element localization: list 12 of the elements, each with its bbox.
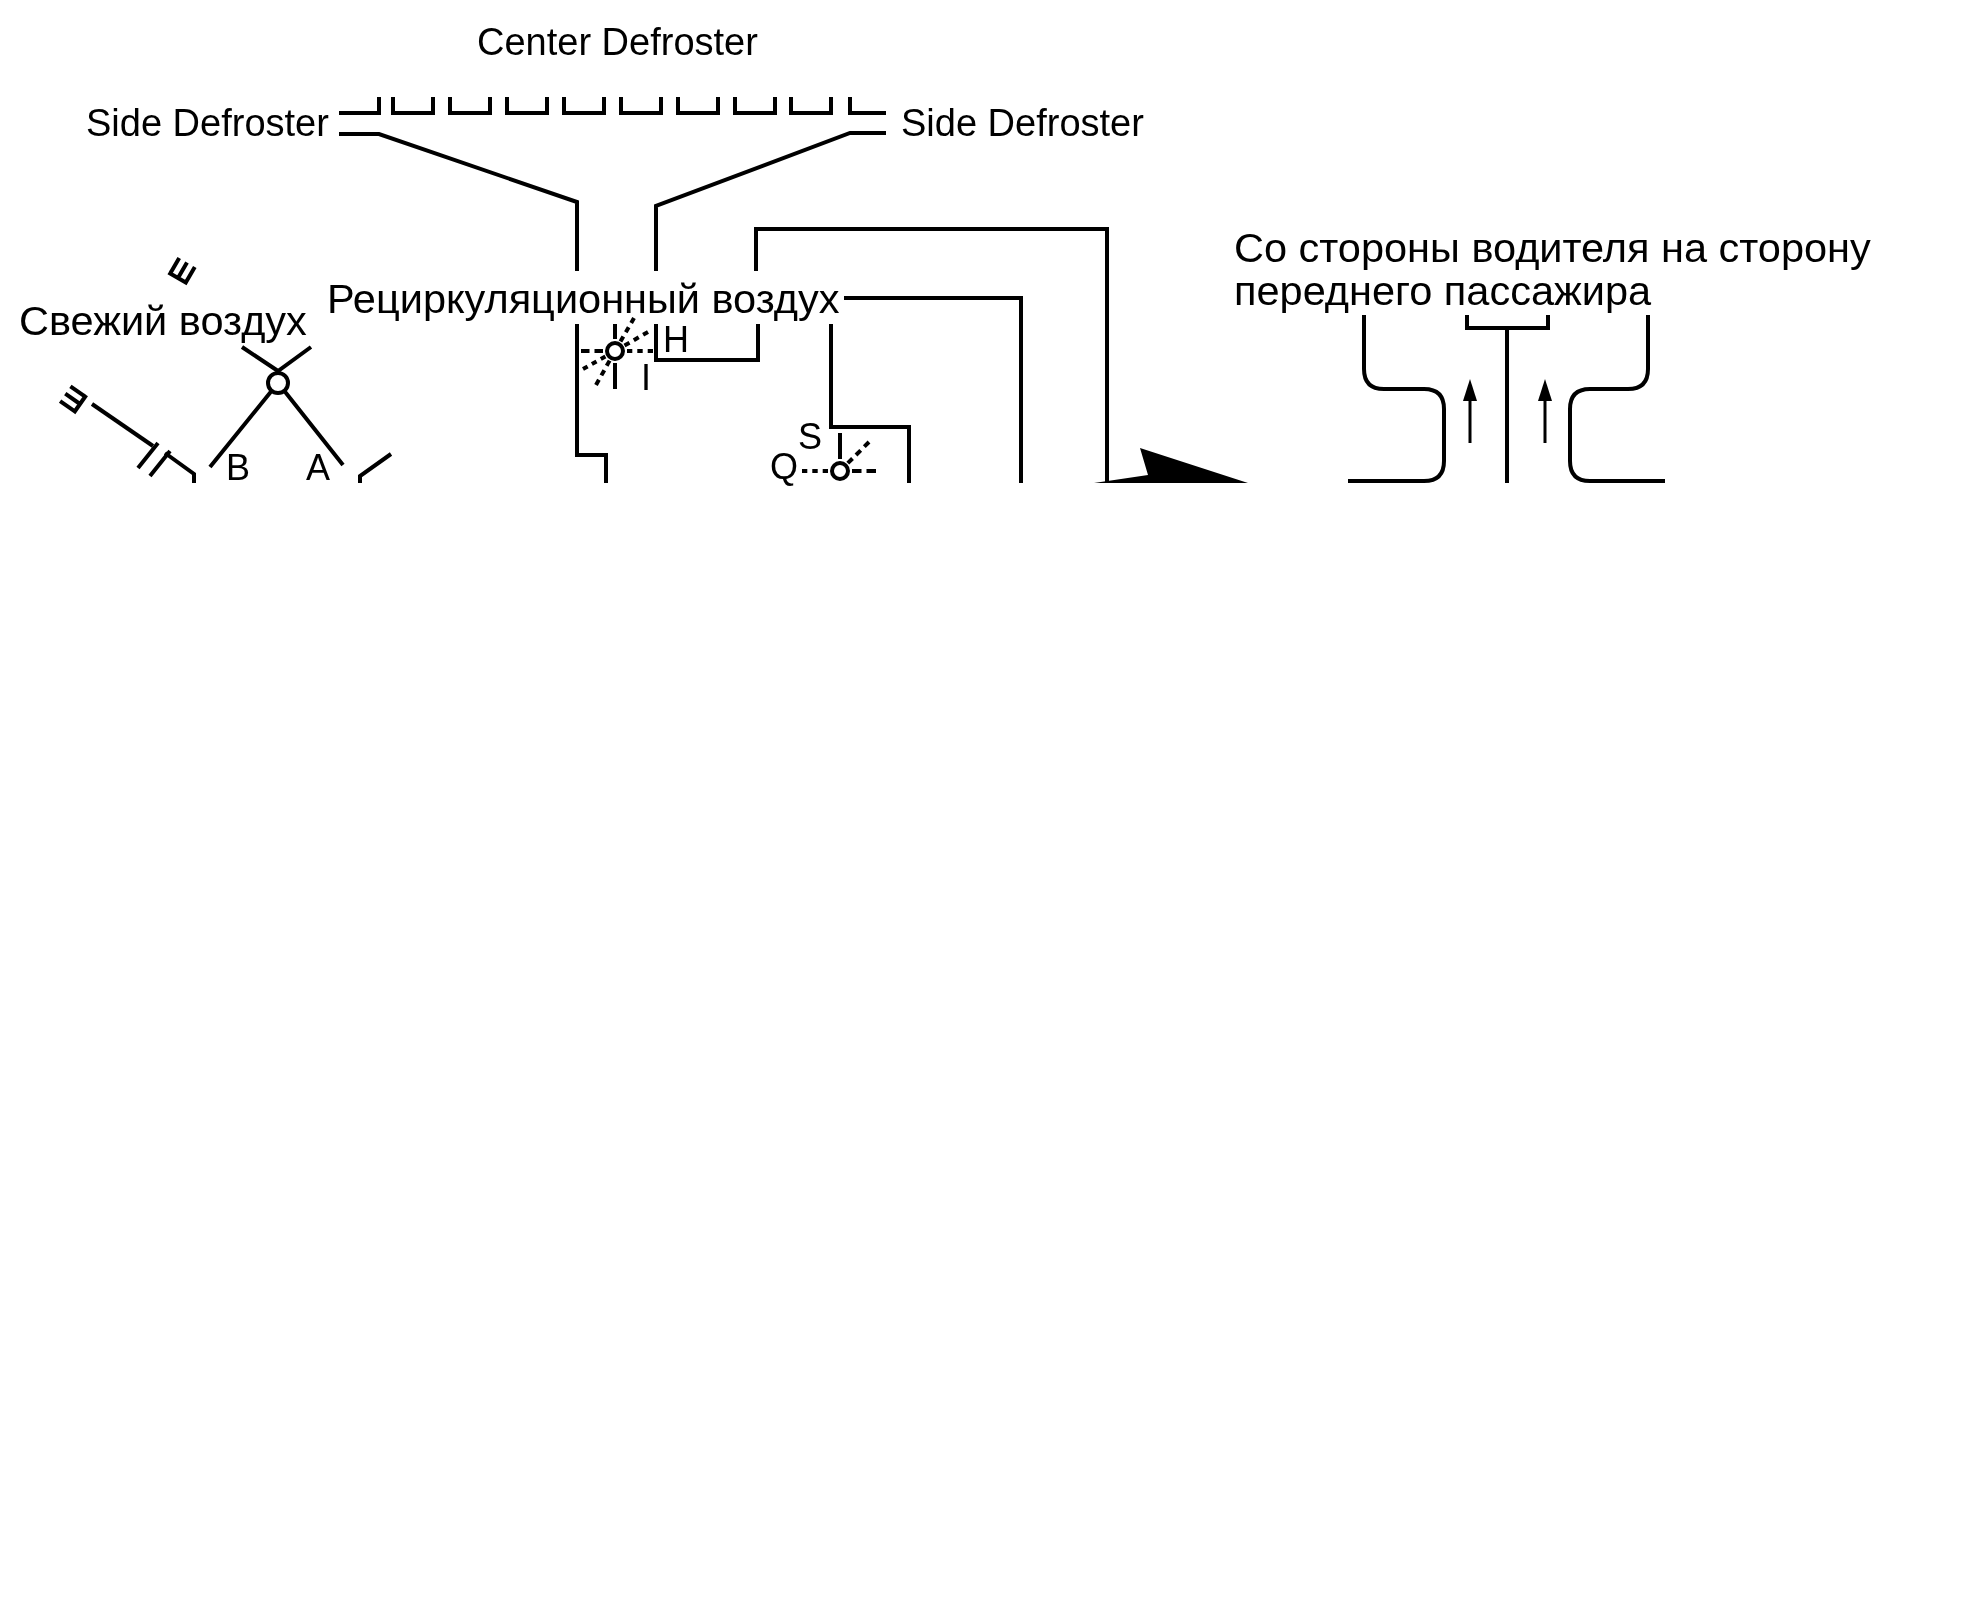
part-label: Свежий воздух — [19, 298, 307, 344]
damper-position-label: S — [798, 419, 822, 455]
airflow-note: Со стороны водителя на сторону переднего пассажира — [1234, 226, 1872, 313]
damper-position-label: I — [641, 360, 651, 396]
part-label: Center Defroster — [477, 22, 758, 64]
part-label: Side Defroster — [86, 103, 329, 145]
damper-position-label: B — [226, 450, 250, 486]
damper-position-label: H — [663, 322, 689, 358]
damper-position-label: A — [306, 450, 330, 486]
part-label: Рециркуляционный воздух — [327, 276, 840, 322]
part-label: Side Defroster — [901, 103, 1144, 145]
damper-position-label: Q — [770, 449, 798, 485]
